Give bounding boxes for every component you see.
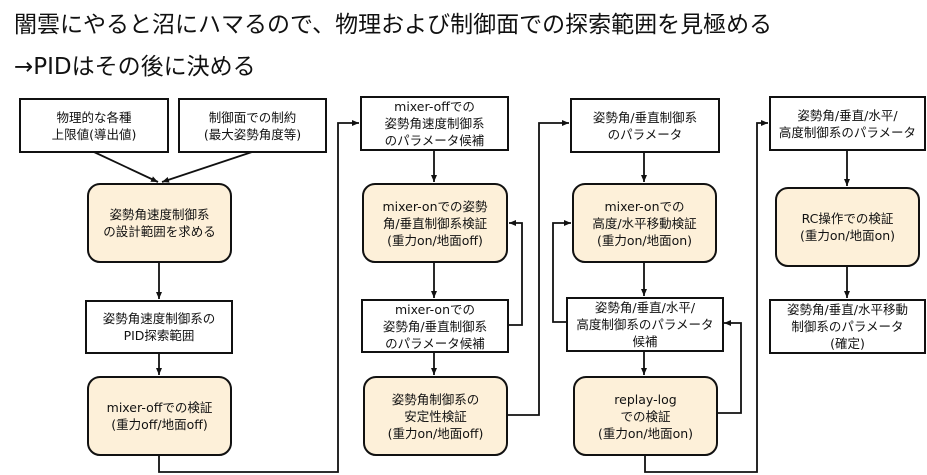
arrow-col1-to-col2: [158, 120, 359, 473]
attitude-vertical-params-box: 姿勢角/垂直制御系 のパラメータ: [570, 98, 720, 153]
replay-log-verify-box: replay-log での検証 (重力on/地面on): [573, 376, 718, 456]
final-params-box: 姿勢角/垂直/水平移動 制御系のパラメータ (確定): [769, 299, 926, 354]
arrow-constraints-to-design: [161, 151, 253, 183]
page-title-line-1: 闇雲にやると沼にハマるので、物理および制御面での探索範囲を見極める: [14, 12, 773, 38]
rate-design-range-box: 姿勢角速度制御系 の設計範囲を求める: [87, 183, 232, 263]
mixer-off-verify-box: mixer-offでの検証 (重力off/地面off): [87, 376, 232, 456]
control-constraints-box: 制御面での制約 (最大姿勢角度等): [178, 98, 327, 153]
arrow-col3-to-col4: [644, 120, 768, 473]
page-title-line-2: →PIDはその後に決める: [14, 54, 256, 80]
arrow-limits-to-design: [93, 151, 159, 183]
rate-pid-range-box: 姿勢角速度制御系の PID探索範囲: [85, 300, 233, 354]
all-candidates-box: 姿勢角/垂直/水平/ 高度制御系のパラメータ 候補: [566, 297, 724, 352]
feedback-b13-b12: [718, 320, 742, 414]
attitude-stability-verify-box: 姿勢角制御系の 安定性検証 (重力on/地面off): [363, 376, 508, 456]
physical-limits-box: 物理的な各種 上限値(導出値): [19, 98, 169, 153]
mixer-on-candidates-box: mixer-onでの 姿勢角/垂直制御系 のパラメータ候補: [361, 299, 509, 353]
feedback-b8-b7: [509, 220, 523, 326]
rc-verify-box: RC操作での検証 (重力on/地面on): [775, 187, 920, 267]
mixer-on-attitude-verify-box: mixer-onでの姿勢 角/垂直制御系検証 (重力on/地面off): [362, 183, 508, 263]
feedback-b12-b11: [552, 220, 571, 323]
all-params-box: 姿勢角/垂直/水平/ 高度制御系のパラメータ: [769, 96, 926, 151]
mixer-off-candidates-box: mixer-offでの 姿勢角速度制御系 のパラメータ候補: [360, 96, 509, 151]
arrow-col2-to-col3: [508, 120, 569, 416]
altitude-horizontal-verify-box: mixer-onでの 高度/水平移動検証 (重力on/地面on): [572, 183, 717, 263]
